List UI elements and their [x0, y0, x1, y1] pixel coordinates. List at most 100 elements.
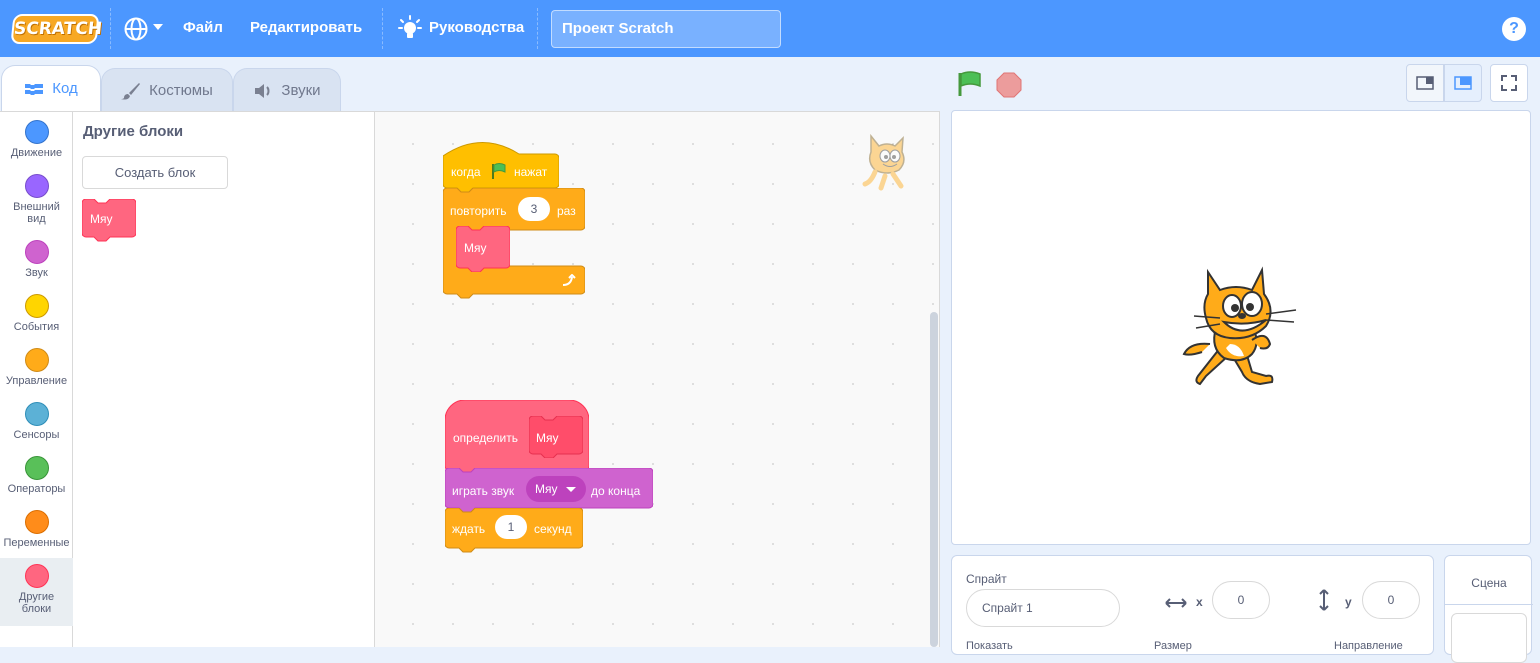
- menu-separator: [537, 8, 538, 49]
- category-events[interactable]: События: [0, 294, 73, 333]
- when-flag-clicked-block[interactable]: когда нажат: [443, 136, 559, 192]
- category-label: Переменные: [3, 537, 70, 549]
- category-label: Движение: [10, 147, 63, 159]
- chevron-down-icon[interactable]: [153, 24, 163, 30]
- help-icon[interactable]: ?: [1502, 17, 1526, 41]
- make-block-button[interactable]: Создать блок: [82, 156, 228, 189]
- meow-call-block[interactable]: Мяу: [456, 226, 510, 272]
- tab-costumes[interactable]: Костюмы: [101, 68, 233, 112]
- menu-separator: [382, 8, 383, 49]
- x-input[interactable]: 0: [1212, 581, 1270, 619]
- category-dot-icon: [24, 402, 49, 426]
- define-name-label: Мяу: [536, 431, 559, 445]
- divider: [1445, 604, 1533, 605]
- seconds-label: секунд: [534, 522, 572, 536]
- palette-meow-block[interactable]: Мяу: [82, 199, 136, 243]
- category-motion[interactable]: Движение: [0, 120, 73, 159]
- category-operators[interactable]: Операторы: [0, 456, 73, 495]
- stage-thumbnail[interactable]: [1451, 613, 1527, 663]
- edit-menu[interactable]: Редактировать: [250, 19, 363, 36]
- category-sound[interactable]: Звук: [0, 240, 73, 279]
- category-label: События: [13, 321, 60, 333]
- repeat-count-input[interactable]: 3: [518, 197, 550, 221]
- direction-label: Направление: [1334, 640, 1403, 652]
- tab-sounds[interactable]: Звуки: [233, 68, 341, 112]
- stop-icon: [996, 72, 1022, 98]
- tab-code-label: Код: [52, 80, 78, 97]
- normal-stage-button[interactable]: [1444, 64, 1482, 102]
- wait-block[interactable]: ждать 1 секунд: [445, 508, 583, 554]
- fullscreen-icon: [1501, 75, 1517, 91]
- brush-icon: [121, 82, 141, 100]
- code-icon: [25, 83, 44, 95]
- category-dot-icon: [24, 564, 49, 588]
- repeat-unit-label: раз: [557, 204, 576, 218]
- vertical-arrows-icon: [1319, 589, 1329, 611]
- show-label: Показать: [966, 640, 1013, 652]
- repeat-arrow-icon: [562, 274, 576, 286]
- palette-section-title: Другие блоки: [83, 123, 184, 140]
- stage-pane-title: Сцена: [1471, 576, 1507, 590]
- category-label: Операторы: [7, 483, 66, 495]
- green-flag-icon: [958, 71, 981, 96]
- play-sound-label: играть звук: [452, 484, 515, 498]
- stage-selector-pane[interactable]: Сцена: [1444, 555, 1533, 663]
- category-my-blocks[interactable]: Другие блоки: [0, 558, 73, 626]
- cat-sprite[interactable]: [1180, 264, 1300, 395]
- tutorials-menu[interactable]: Руководства: [429, 19, 525, 36]
- y-input[interactable]: 0: [1362, 581, 1420, 619]
- horizontal-arrows-icon: [1165, 598, 1187, 608]
- scratch-logo[interactable]: SCRATCH: [10, 14, 103, 44]
- category-sensing[interactable]: Сенсоры: [0, 402, 73, 441]
- block-palette: Другие блоки Создать блок Мяу: [73, 111, 375, 647]
- chevron-down-icon: [566, 487, 576, 492]
- tab-code[interactable]: Код: [1, 65, 101, 111]
- tab-costumes-label: Костюмы: [149, 82, 213, 99]
- sprite-thumbnail-icon: [857, 132, 917, 199]
- workspace-scrollbar[interactable]: [930, 312, 938, 647]
- lightbulb-icon[interactable]: [398, 15, 422, 46]
- category-variables[interactable]: Переменные: [0, 510, 73, 549]
- tab-sounds-label: Звуки: [281, 82, 321, 99]
- sprite-name-input[interactable]: Спрайт 1: [966, 589, 1120, 627]
- sound-dropdown[interactable]: Мяу: [526, 476, 586, 502]
- category-control[interactable]: Управление: [0, 348, 73, 387]
- clicked-label: нажат: [514, 165, 548, 179]
- speaker-icon: [255, 83, 270, 98]
- green-flag-button[interactable]: [956, 71, 984, 102]
- x-label: x: [1196, 595, 1203, 609]
- category-dot-icon: [24, 294, 49, 318]
- category-dot-icon: [24, 240, 49, 264]
- category-label: Другие блоки: [18, 591, 55, 615]
- wait-seconds-input[interactable]: 1: [495, 515, 527, 539]
- file-menu[interactable]: Файл: [183, 19, 223, 36]
- category-dot-icon: [24, 174, 49, 198]
- category-looks[interactable]: Внешний вид: [0, 174, 73, 225]
- green-flag-icon: [492, 163, 506, 179]
- define-block[interactable]: определить Мяу: [445, 400, 589, 474]
- play-sound-until-done-block[interactable]: играть звук Мяу до конца: [445, 468, 653, 512]
- meow-label: Мяу: [90, 212, 113, 226]
- category-dot-icon: [24, 348, 49, 372]
- category-dot-icon: [24, 120, 49, 144]
- sprite-label: Спрайт: [966, 572, 1007, 586]
- menu-bar: SCRATCH Файл Редактировать Руководства П…: [0, 0, 1540, 57]
- category-label: Управление: [5, 375, 68, 387]
- category-label: Сенсоры: [13, 429, 60, 441]
- small-stage-button[interactable]: [1406, 64, 1444, 102]
- y-label: y: [1345, 595, 1352, 609]
- size-label: Размер: [1154, 640, 1192, 652]
- normal-stage-icon: [1454, 76, 1472, 90]
- fullscreen-button[interactable]: [1490, 64, 1528, 102]
- wait-label: ждать: [452, 522, 486, 536]
- category-dot-icon: [24, 456, 49, 480]
- menu-separator: [110, 8, 111, 49]
- category-dot-icon: [24, 510, 49, 534]
- globe-icon[interactable]: [123, 16, 149, 47]
- sprite-info-pane: Спрайт Спрайт 1 x 0 y 0 Показать Размер …: [951, 555, 1434, 655]
- define-label: определить: [453, 431, 518, 445]
- project-title-input[interactable]: Проект Scratch: [551, 10, 781, 48]
- stop-button[interactable]: [996, 72, 1022, 103]
- meow-call-label: Мяу: [464, 241, 487, 255]
- category-label: Внешний вид: [13, 201, 60, 225]
